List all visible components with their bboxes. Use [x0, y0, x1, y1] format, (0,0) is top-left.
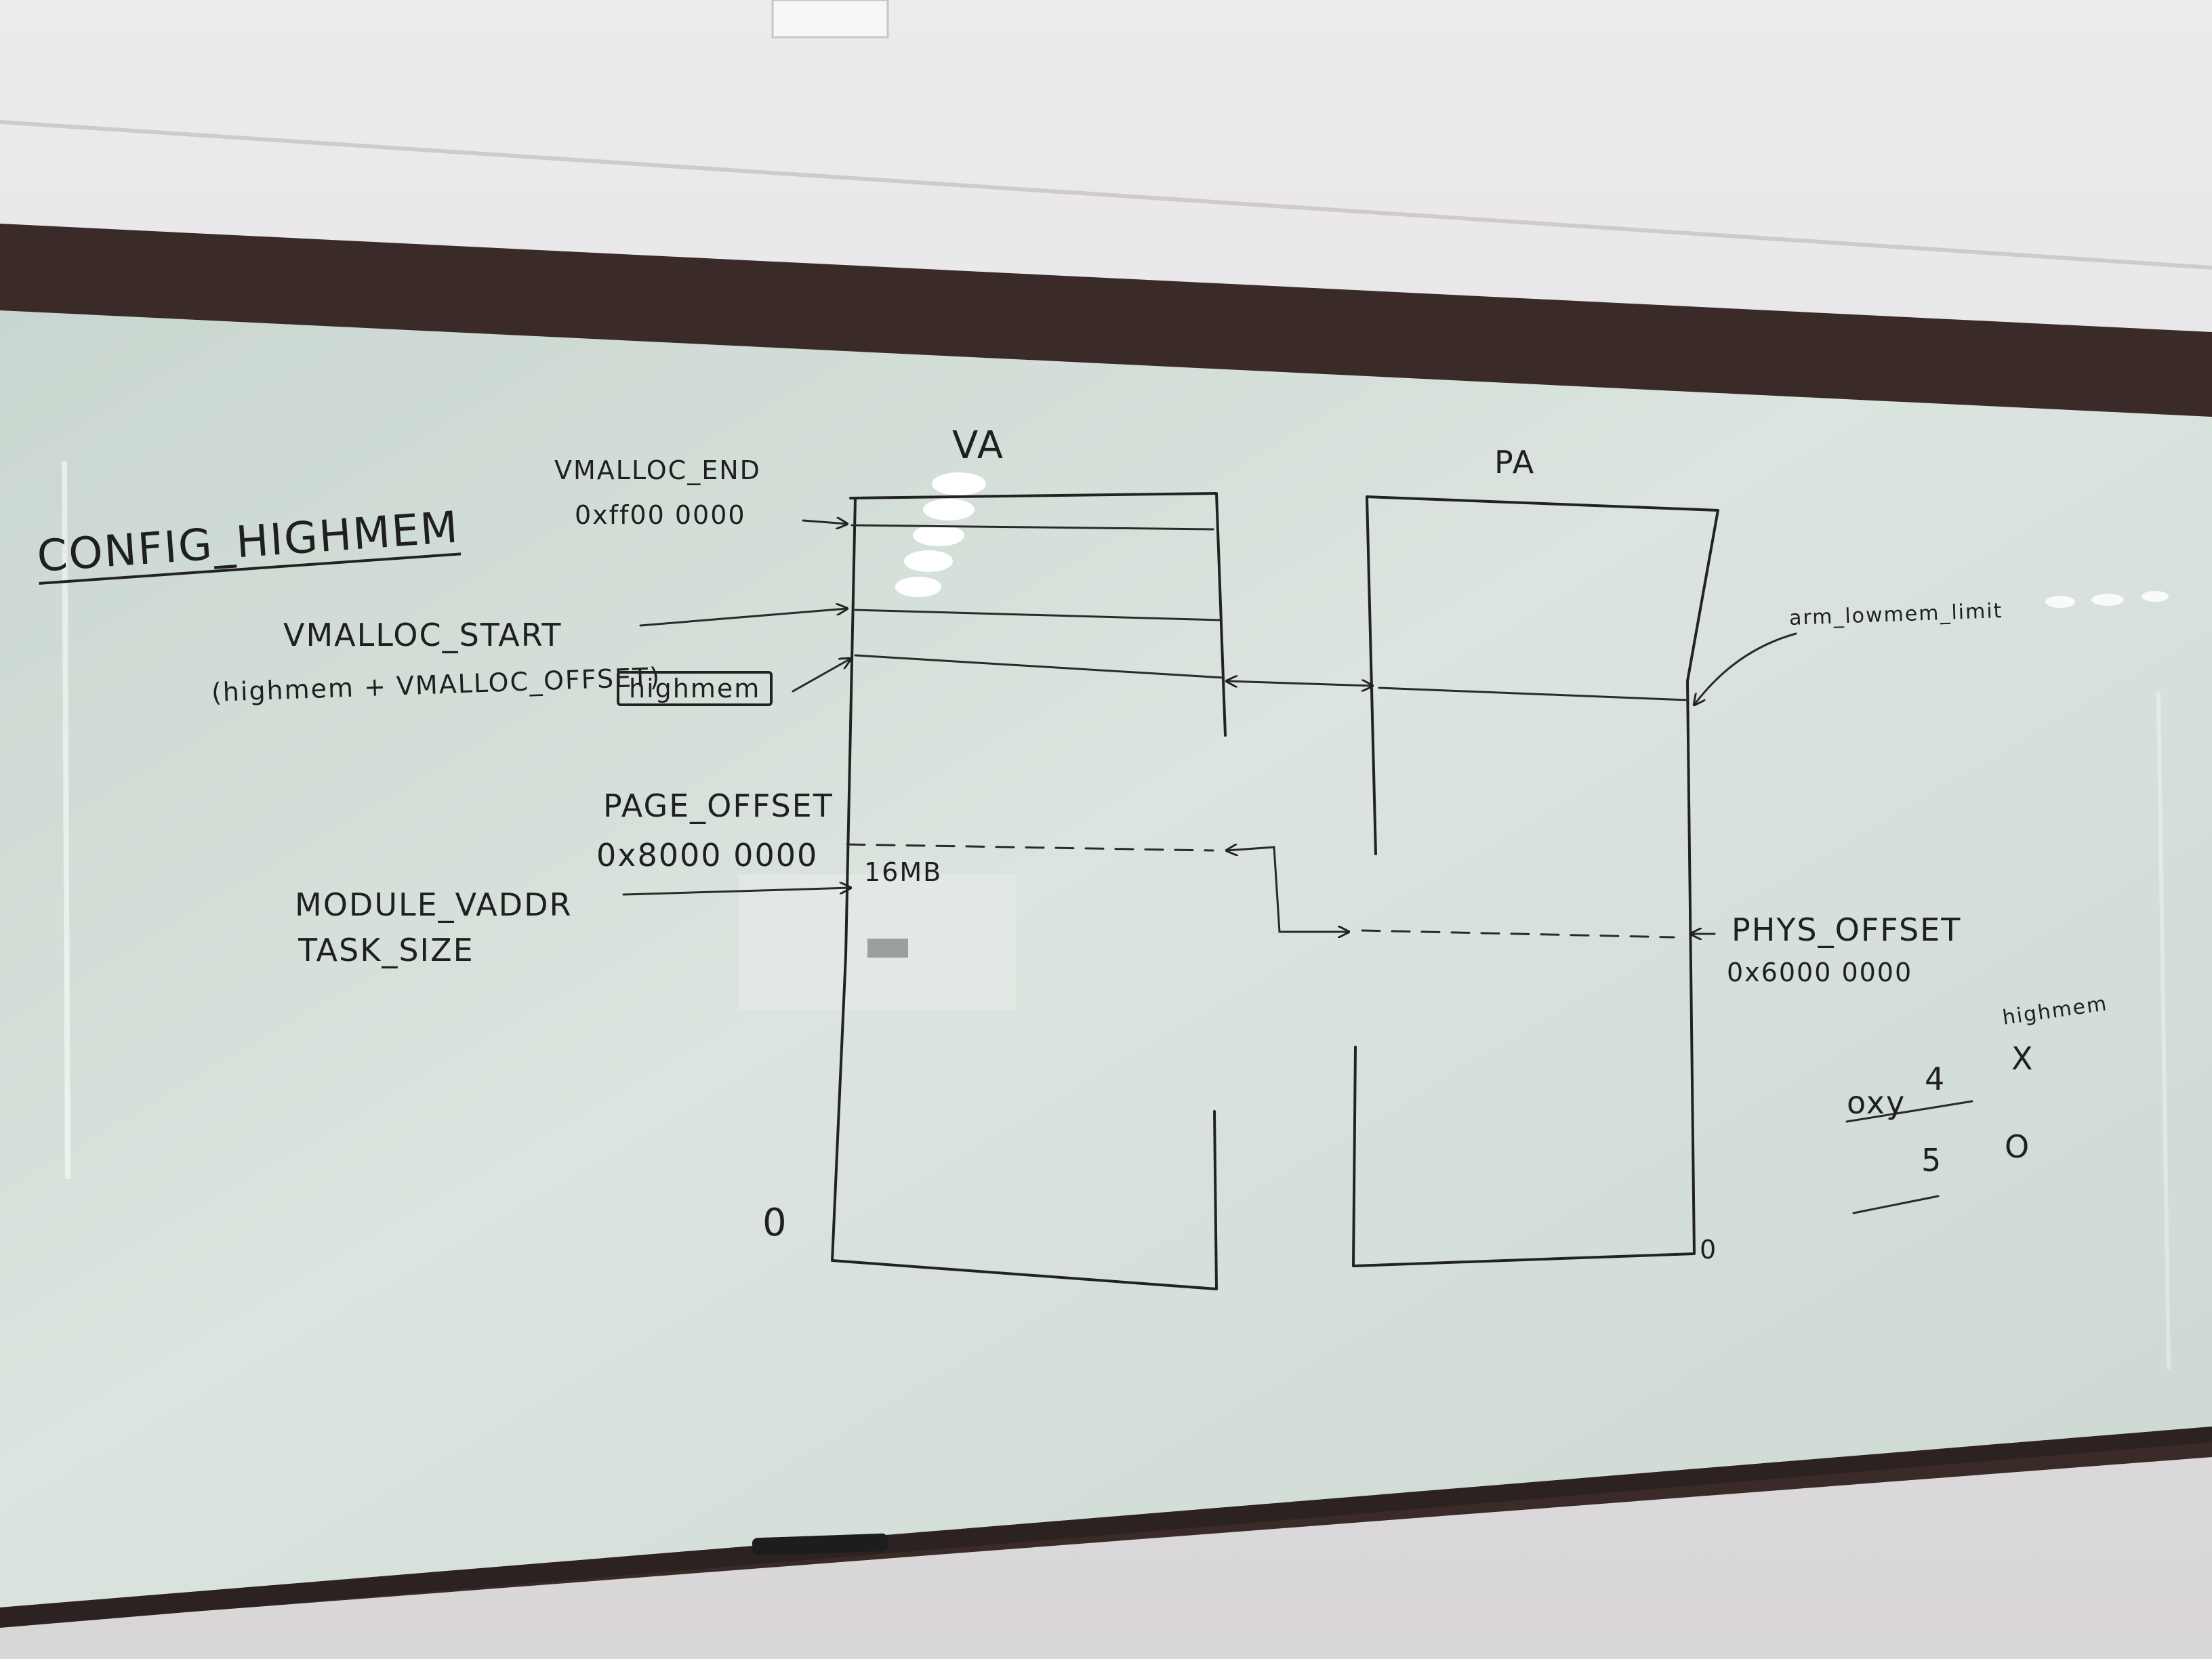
- page-offset-label: PAGE_OFFSET: [603, 787, 834, 824]
- va-label: VA: [952, 424, 1005, 468]
- va-line-highmem: [854, 654, 1225, 679]
- va-line-vmalloc-start: [854, 609, 1221, 621]
- arrow-lowmem-limit: [1694, 632, 1797, 705]
- arrow-page-offset-to-phys: [1227, 847, 1349, 932]
- note-oxy: oxy: [1847, 1084, 1906, 1121]
- phys-offset-address: 0x6000 0000: [1727, 958, 1913, 987]
- board-surface: [0, 310, 2212, 1607]
- va-box: [831, 492, 1227, 1290]
- vmalloc-end-label: VMALLOC_END: [554, 455, 761, 485]
- pa-line-lowmem: [1378, 687, 1689, 701]
- arrow-highmem: [792, 659, 851, 693]
- pa-label: PA: [1494, 444, 1536, 480]
- size-16mb-label: 16MB: [864, 857, 943, 887]
- ceiling-light-reflection: [895, 472, 986, 597]
- va-line-page-offset: [846, 843, 1214, 852]
- module-vaddr-label: MODULE_VADDR: [295, 886, 573, 923]
- reflection-lights-right: [2045, 591, 2169, 608]
- arrow-module-vaddr: [622, 888, 851, 896]
- va-line-vmalloc-end: [851, 524, 1214, 531]
- glare-line-right: [2156, 691, 2171, 1370]
- note-o-mark: O: [2005, 1128, 2031, 1165]
- note-underline-1: [1845, 1100, 1973, 1123]
- highmem-box-label: highmem: [617, 671, 773, 706]
- note-underline-2: [1852, 1195, 1940, 1214]
- wall-edge: [0, 120, 2212, 270]
- arrow-va-pa-mapping: [1227, 681, 1372, 686]
- note-x-mark: X: [2011, 1040, 2034, 1077]
- arrow-vmalloc-end: [802, 520, 847, 524]
- board-tray: [0, 1427, 2212, 1628]
- pa-zero-label: 0: [1700, 1235, 1718, 1265]
- marker: [752, 1533, 888, 1556]
- glare-line: [62, 460, 70, 1180]
- reflection-dark: [867, 939, 908, 958]
- phys-offset-label: PHYS_OFFSET: [1732, 912, 1962, 948]
- vmalloc-end-address: 0xff00 0000: [575, 500, 746, 530]
- note-five: 5: [1921, 1142, 1943, 1179]
- task-size-label: TASK_SIZE: [298, 932, 474, 968]
- arrow-vmalloc-start: [639, 609, 847, 627]
- ceiling-light: [771, 0, 889, 39]
- pa-line-phys-offset: [1361, 929, 1675, 939]
- page-offset-address: 0x8000 0000: [596, 837, 819, 874]
- note-four: 4: [1925, 1061, 1946, 1097]
- va-zero-label: 0: [762, 1201, 788, 1245]
- vmalloc-start-label: VMALLOC_START: [283, 617, 562, 653]
